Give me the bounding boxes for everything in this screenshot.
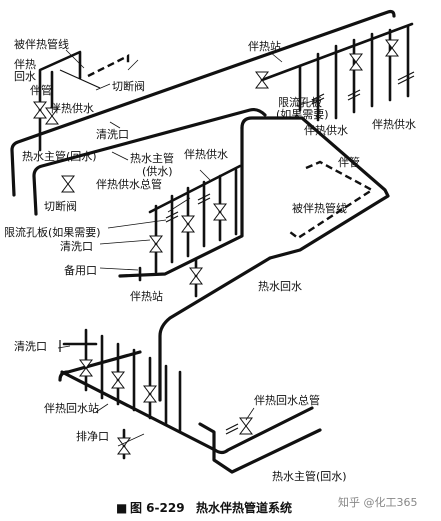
valve bbox=[45, 107, 59, 117]
diagram-labels: 被伴热管线 伴热 回水 伴管 伴热供水 切断阀 清洗口 伴热站 限流孔板 (如果… bbox=[4, 37, 416, 483]
return-loop-right bbox=[240, 116, 390, 260]
valve bbox=[143, 393, 157, 403]
valve bbox=[33, 109, 47, 119]
label-hot-water-return: 热水回水 bbox=[258, 280, 302, 293]
label-orifice-note: (如果需要) bbox=[276, 107, 329, 121]
label-flush-port-mid: 清洗口 bbox=[60, 240, 93, 253]
leader-lines bbox=[57, 49, 317, 447]
caption-marker: ■ bbox=[116, 501, 127, 515]
valve bbox=[213, 203, 227, 213]
supply-main bbox=[32, 107, 267, 216]
valve bbox=[189, 267, 203, 277]
valve bbox=[189, 275, 203, 285]
valve bbox=[61, 183, 75, 193]
label-tracer-station-center: 伴热站 bbox=[130, 289, 163, 303]
valve bbox=[385, 39, 399, 49]
caption-number: 图 6-229 bbox=[130, 501, 185, 515]
label-orifice-left: 限流孔板(如果需要) bbox=[4, 225, 101, 239]
orifice-plates bbox=[59, 71, 415, 435]
traced-line-dashed bbox=[87, 54, 130, 78]
label-tracer-supply-header: 伴热供水总管 bbox=[96, 177, 162, 191]
label-supply-note: (供水) bbox=[142, 164, 173, 178]
valve bbox=[239, 417, 253, 427]
valve bbox=[149, 235, 163, 245]
label-return: 回水 bbox=[14, 70, 36, 83]
valve bbox=[349, 61, 363, 71]
valve bbox=[111, 371, 125, 381]
valve bbox=[79, 359, 93, 369]
traced-line-right bbox=[289, 160, 375, 240]
valve bbox=[255, 79, 269, 89]
pipe-network bbox=[10, 9, 396, 474]
valve bbox=[239, 425, 253, 435]
valve bbox=[149, 243, 163, 253]
return-loop-left bbox=[118, 126, 244, 278]
label-shutoff-valve-left: 切断阀 bbox=[44, 199, 77, 213]
label-tracing: 伴热 bbox=[14, 58, 36, 71]
valve bbox=[385, 47, 399, 57]
drop-pipe bbox=[158, 256, 272, 402]
label-spare-port: 备用口 bbox=[64, 263, 97, 277]
label-drain-port: 排净口 bbox=[76, 429, 109, 443]
label-tracer-station-top: 伴热站 bbox=[248, 39, 281, 53]
label-tracer-supply-center: 伴热供水 bbox=[184, 147, 228, 161]
top-return-main bbox=[10, 9, 396, 197]
label-shutoff-valve-top: 切断阀 bbox=[112, 79, 145, 93]
valve bbox=[45, 115, 59, 125]
label-tracer-pipe-right: 伴管 bbox=[338, 155, 360, 169]
label-tracer-supply-left: 伴热供水 bbox=[50, 101, 94, 115]
valve bbox=[143, 385, 157, 395]
label-tracer-supply-right: 伴热供水 bbox=[372, 117, 416, 131]
valve bbox=[255, 71, 269, 81]
label-flush-port-top: 清洗口 bbox=[96, 128, 129, 141]
label-flush-port-bottom: 清洗口 bbox=[14, 340, 47, 353]
valve bbox=[111, 379, 125, 389]
label-tracer-pipe-top: 伴管 bbox=[30, 83, 52, 97]
label-traced-line-right: 被伴热管线 bbox=[292, 201, 347, 215]
valve bbox=[79, 367, 93, 377]
valve bbox=[181, 215, 195, 225]
label-traced-line-top: 被伴热管线 bbox=[14, 37, 69, 51]
valves bbox=[33, 39, 399, 455]
label-hot-water-main: 热水主管 bbox=[130, 151, 174, 165]
label-orifice: 限流孔板 bbox=[278, 95, 322, 109]
valve bbox=[61, 175, 75, 185]
valve bbox=[33, 101, 47, 111]
valve bbox=[349, 53, 363, 63]
label-tracer-supply-mid: 伴热供水 bbox=[304, 123, 348, 137]
caption-title: 热水伴热管道系统 bbox=[196, 500, 292, 515]
valve bbox=[117, 445, 131, 455]
upper-tracer-bundle bbox=[260, 22, 414, 122]
lower-left-header bbox=[58, 350, 142, 382]
label-hot-water-main-return-bottom: 热水主管(回水) bbox=[272, 469, 347, 483]
label-tracer-return-station: 伴热回水站 bbox=[44, 401, 99, 415]
valve bbox=[181, 223, 195, 233]
label-tracer-return-header: 伴热回水总管 bbox=[254, 393, 320, 407]
label-hot-water-main-return-top: 热水主管(回水) bbox=[22, 149, 97, 163]
figure-caption: ■ 图 6-229 热水伴热管道系统 知乎 @化工365 bbox=[116, 495, 418, 515]
valve bbox=[213, 211, 227, 221]
watermark: 知乎 @化工365 bbox=[338, 495, 418, 509]
lower-main-return bbox=[198, 422, 322, 474]
